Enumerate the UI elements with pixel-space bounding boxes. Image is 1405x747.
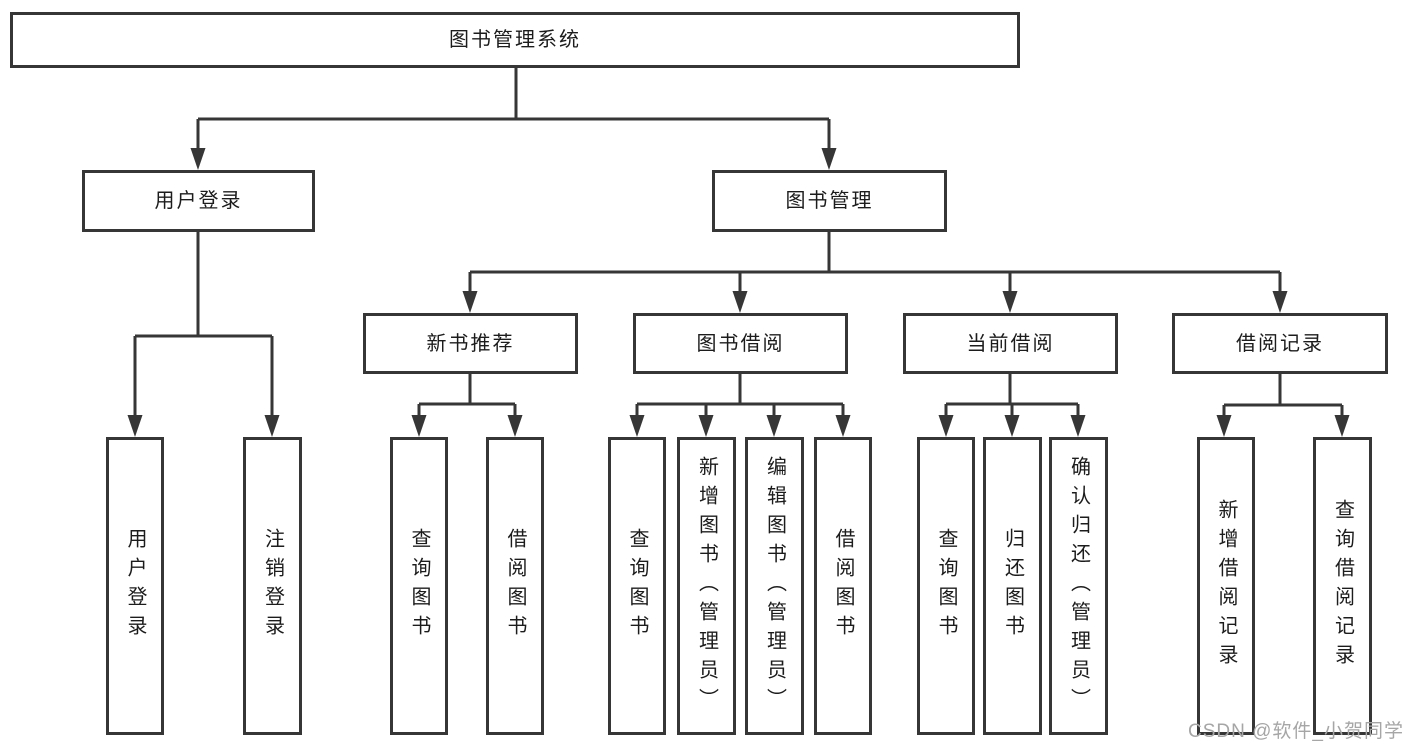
node-book-borrow: 图书借阅 (633, 313, 848, 374)
connector-book-management-branch (468, 232, 1282, 295)
leaf-borrow-books-borrow: 借阅图书 (814, 437, 872, 735)
leaf-return-books: 归还图书 (983, 437, 1042, 735)
leaf-user-login: 用户登录 (106, 437, 164, 735)
node-root-label: 图书管理系统 (449, 29, 581, 51)
node-user-login: 用户登录 (82, 170, 315, 232)
leaf-logout: 注销登录 (243, 437, 302, 735)
node-current-borrow-label: 当前借阅 (966, 332, 1055, 355)
leaf-add-borrow-record: 新增借阅记录 (1197, 437, 1255, 735)
leaf-confirm-return-admin: 确认归还（管理员） (1049, 437, 1108, 735)
leaf-edit-book-admin: 编辑图书（管理员） (745, 437, 804, 735)
connector-book-borrow-branch (635, 374, 845, 419)
leaf-add-book-admin-label: 新增图书（管理员） (695, 455, 718, 717)
leaf-query-books-recommend: 查询图书 (390, 437, 448, 735)
leaf-return-books-label: 归还图书 (1001, 528, 1024, 644)
csdn-watermark: CSDN @软件_小贺同学 (1188, 721, 1404, 742)
leaf-edit-book-admin-label: 编辑图书（管理员） (763, 455, 786, 717)
leaf-add-borrow-record-label: 新增借阅记录 (1215, 499, 1237, 673)
arrowheads (127, 148, 1350, 437)
node-new-book-recommend-label: 新书推荐 (426, 332, 515, 355)
node-book-borrow-label: 图书借阅 (696, 332, 785, 355)
leaf-add-book-admin: 新增图书（管理员） (677, 437, 736, 735)
connector-user-login-branch (133, 232, 274, 419)
leaf-borrow-books-recommend: 借阅图书 (486, 437, 544, 735)
leaf-borrow-books-recommend-label: 借阅图书 (504, 528, 526, 644)
connector-new-book-recommend-branch (417, 374, 517, 419)
leaf-query-borrow-record: 查询借阅记录 (1313, 437, 1372, 735)
leaf-confirm-return-admin-label: 确认归还（管理员） (1067, 455, 1090, 717)
node-new-book-recommend: 新书推荐 (363, 313, 578, 374)
node-borrow-records: 借阅记录 (1172, 313, 1388, 374)
connector-current-borrow-branch (944, 374, 1080, 419)
leaf-query-books-borrow-label: 查询图书 (626, 528, 648, 644)
leaf-query-books-borrow: 查询图书 (608, 437, 666, 735)
leaf-query-borrow-record-label: 查询借阅记录 (1331, 499, 1354, 673)
connector-root-to-level2 (196, 68, 831, 152)
node-book-management-label: 图书管理 (785, 190, 874, 212)
node-book-management: 图书管理 (712, 170, 947, 232)
node-user-login-label: 用户登录 (154, 190, 243, 212)
connector-borrow-records-branch (1222, 374, 1344, 419)
node-root: 图书管理系统 (10, 12, 1020, 68)
leaf-user-login-label: 用户登录 (124, 528, 146, 644)
leaf-query-books-recommend-label: 查询图书 (408, 528, 430, 644)
leaf-borrow-books-borrow-label: 借阅图书 (832, 528, 854, 644)
node-borrow-records-label: 借阅记录 (1236, 332, 1324, 355)
leaf-query-books-current: 查询图书 (917, 437, 975, 735)
node-current-borrow: 当前借阅 (903, 313, 1118, 374)
leaf-logout-label: 注销登录 (261, 528, 284, 644)
leaf-query-books-current-label: 查询图书 (935, 528, 957, 644)
